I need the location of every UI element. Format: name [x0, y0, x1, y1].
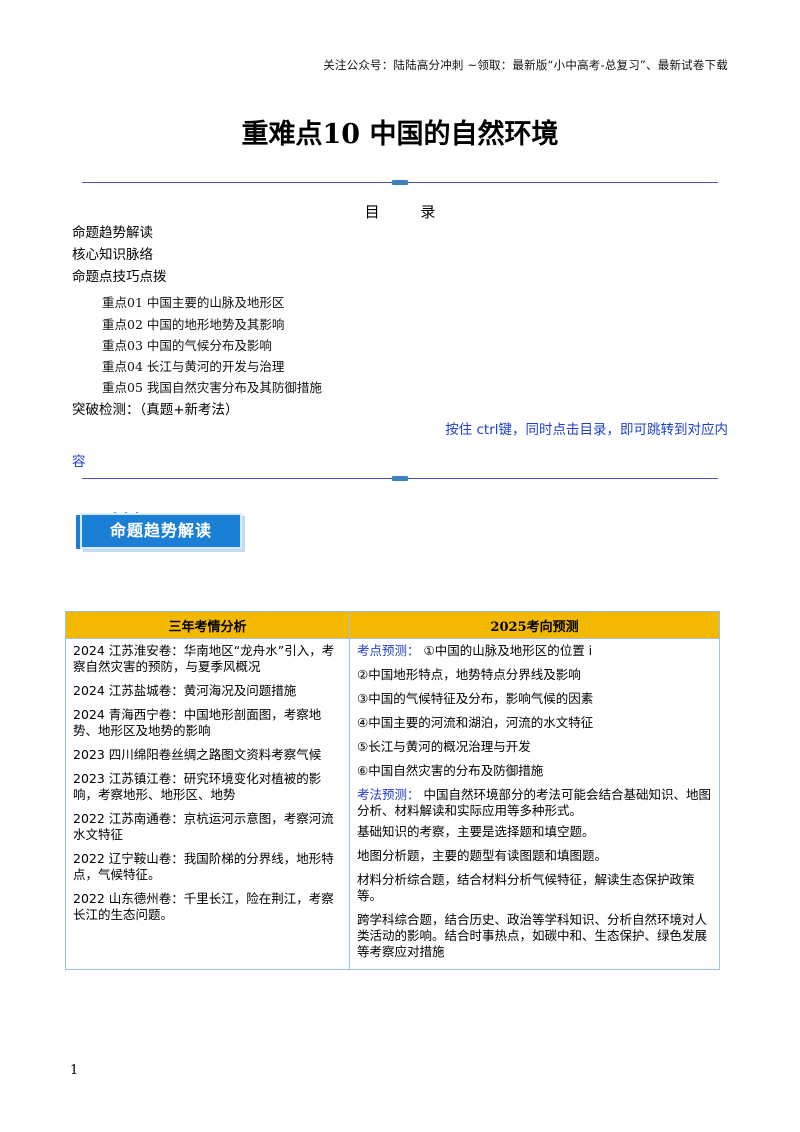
list-item: 2023 江苏镇江卷：研究环境变化对植被的影响，考察地形、地形区、地势 [73, 771, 322, 802]
list-item: 材料分析综合题，结合材料分析气候特征，解读生态保护政策等。 [357, 872, 695, 903]
toc-link-knowledge[interactable]: 核心知识脉络 [72, 247, 153, 263]
toc-link-point-03[interactable]: 重点03 中国的气候分布及影响 [102, 338, 272, 353]
toc-link-skills[interactable]: 命题点技巧点拨 [72, 269, 167, 285]
list-item: ③中国的气候特征及分布，影响气候的因素 [357, 691, 594, 706]
list-item: ①中国的山脉及地形区的位置 i [423, 643, 593, 658]
three-year-analysis-cell: 2024 江苏淮安卷：华南地区“龙舟水”引入，考察自然灾害的预防，与夏季风概况 … [65, 638, 350, 970]
list-item: ⑥中国自然灾害的分布及防御措施 [357, 763, 544, 778]
list-item: 2024 江苏盐城卷：黄河海况及问题措施 [73, 683, 297, 698]
ctrl-click-hint-continued: 容 [72, 454, 86, 470]
list-item: 2024 青海西宁卷：中国地形剖面图，考察地势、地形区及地势的影响 [73, 707, 322, 738]
list-item: 2022 江苏南通卷：京杭运河示意图，考察河流水文特征 [73, 811, 334, 842]
toc-heading: 目 录 [364, 203, 454, 221]
toc-link-point-02[interactable]: 重点02 中国的地形地势及其影响 [102, 317, 285, 332]
toc-link-trend[interactable]: 命题趋势解读 [72, 225, 153, 241]
section-badge: • • • 命题趋势解读 [76, 509, 244, 549]
toc-divider [82, 476, 718, 481]
toc-link-point-04[interactable]: 重点04 长江与黄河的开发与治理 [102, 359, 285, 374]
title-divider [82, 180, 718, 185]
table-row: 2024 江苏淮安卷：华南地区“龙舟水”引入，考察自然灾害的预防，与夏季风概况 … [65, 638, 720, 970]
page-title: 重难点10 中国的自然环境 [241, 119, 559, 150]
list-item: 2022 山东德州卷：千里长江，险在荆江，考察长江的生态问题。 [73, 891, 334, 922]
list-item: ⑤长江与黄河的概况治理与开发 [357, 739, 531, 754]
list-item: ④中国主要的河流和湖泊，河流的水文特征 [357, 715, 594, 730]
section-badge-label: 命题趋势解读 [109, 521, 212, 540]
header-note: 关注公众号：陆陆高分冲刺 ~领取：最新版“小中高考-总复习”、最新试卷下载 [323, 58, 728, 72]
list-item: 地图分析题，主要的题型有读图题和填图题。 [357, 848, 608, 863]
ctrl-click-hint: 按住 ctrl键，同时点击目录，即可跳转到对应内 [445, 422, 728, 438]
forecast-cell: 考点预测： ①中国的山脉及地形区的位置 i ②中国地形特点，地势特点分界线及影响… [349, 638, 720, 970]
page-number: 1 [70, 1063, 79, 1078]
header-2025-forecast: 2025考向预测 [349, 611, 720, 639]
list-item: ②中国地形特点，地势特点分界线及影响 [357, 667, 581, 682]
method-forecast-label: 考法预测： [357, 787, 420, 802]
list-item: 2024 江苏淮安卷：华南地区“龙舟水”引入，考察自然灾害的预防，与夏季风概况 [73, 643, 335, 674]
toc-link-breakthrough[interactable]: 突破检测：（真题+新考法） [72, 402, 239, 418]
list-item: 2023 四川绵阳卷丝绸之路图文资料考察气候 [73, 747, 322, 762]
list-item: 跨学科综合题，结合历史、政治等学科知识、分析自然环境对人类活动的影响。结合时事热… [357, 912, 708, 959]
list-item: 2022 辽宁鞍山卷：我国阶梯的分界线，地形特点，气候特征。 [73, 851, 334, 882]
toc-link-point-01[interactable]: 重点01 中国主要的山脉及地形区 [102, 295, 285, 310]
trend-analysis-table: 三年考情分析 2025考向预测 2024 江苏淮安卷：华南地区“龙舟水”引入，考… [65, 611, 720, 970]
table-header-row: 三年考情分析 2025考向预测 [65, 611, 720, 639]
toc-link-point-05[interactable]: 重点05 我国自然灾害分布及其防御措施 [102, 380, 322, 395]
list-item: 中国自然环境部分的考法可能会结合基础知识、地图分析、材料解读和实际应用等多种形式… [357, 787, 712, 818]
point-forecast-label: 考点预测： [357, 643, 420, 658]
header-three-year: 三年考情分析 [65, 611, 350, 639]
list-item: 基础知识的考察，主要是选择题和填空题。 [357, 824, 595, 839]
